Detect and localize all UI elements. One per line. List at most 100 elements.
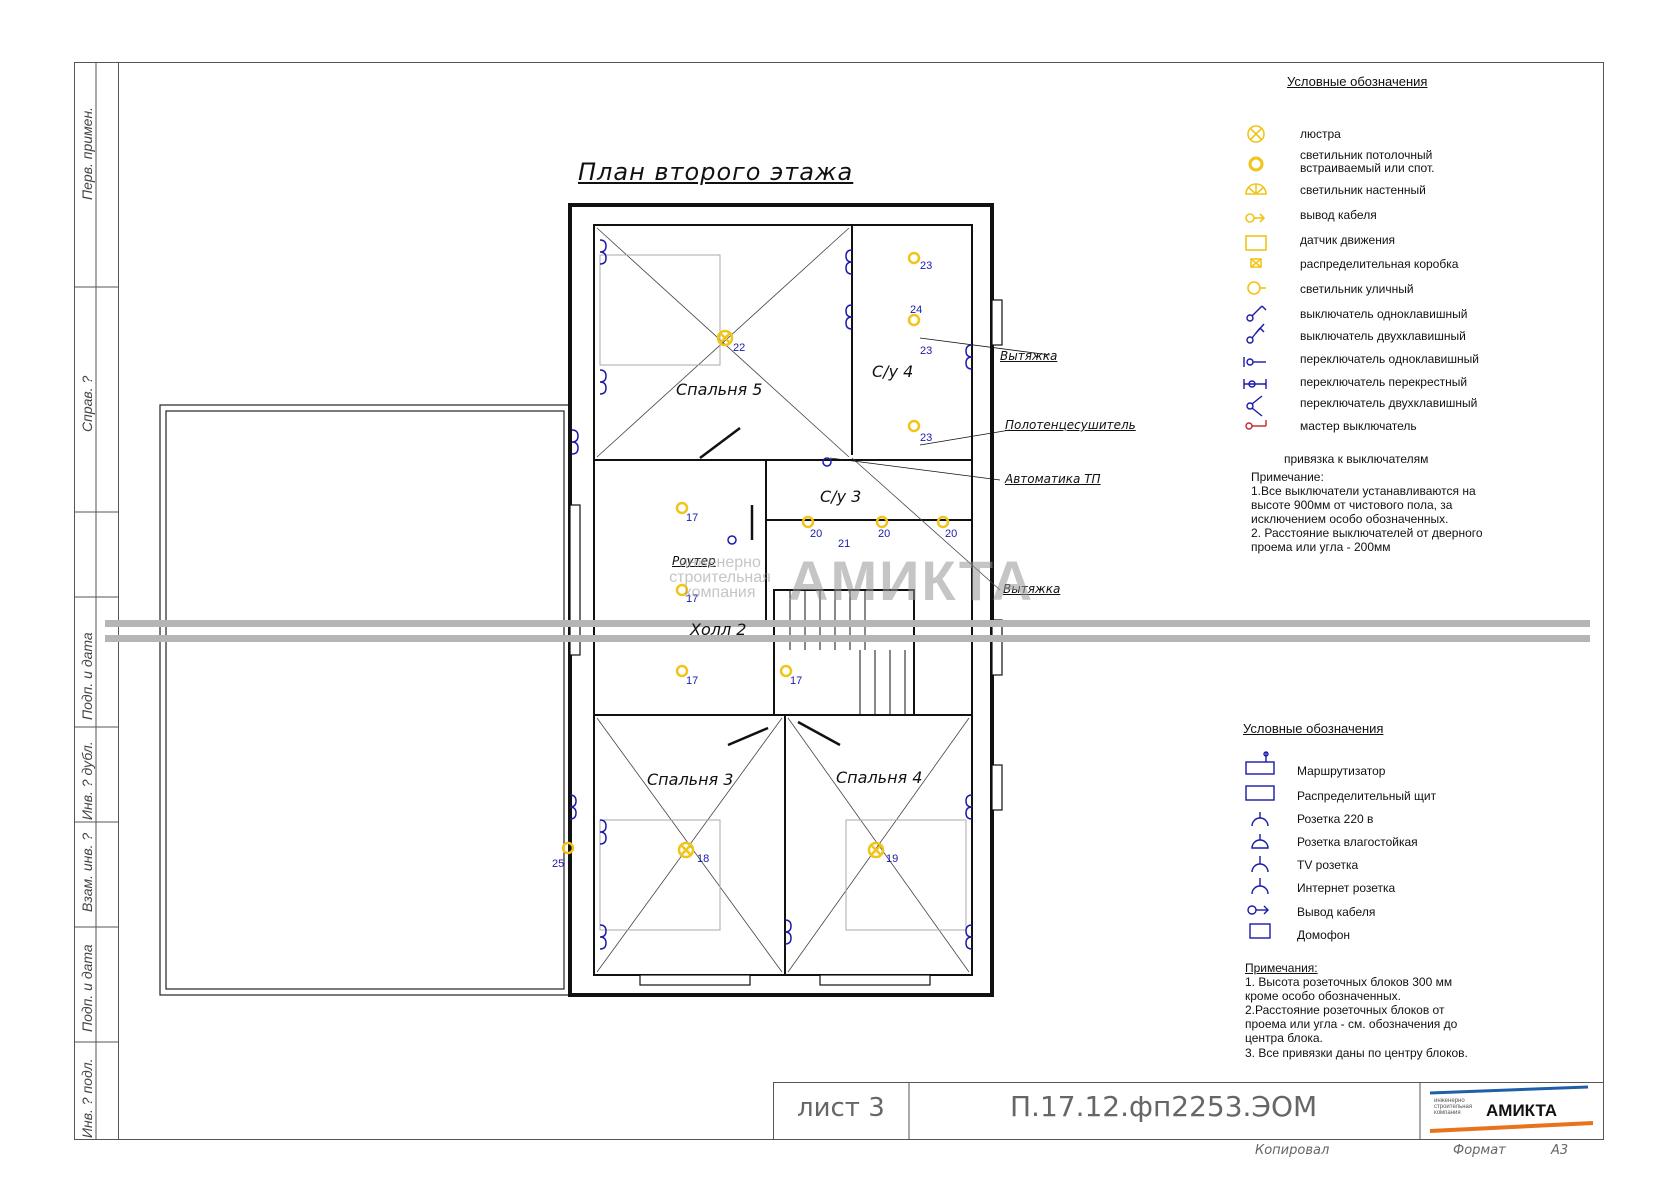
room-bedroom-5: Спальня 5 [676, 380, 763, 399]
socket-icon [1251, 817, 1269, 827]
legend-lighting-item: переключатель одноклавишный [1300, 352, 1479, 366]
light-number: 20 [810, 528, 823, 540]
annotation-exhaust-2: Вытяжка [1003, 582, 1061, 596]
legend-power-note-2: 2.Расстояние розеточных блоков от проема… [1245, 1003, 1458, 1045]
light-number: 23 [920, 345, 933, 357]
legend-power-item: TV розетка [1297, 858, 1359, 872]
legend-lighting-title: Условные обозначения [1287, 74, 1428, 89]
switch-double-icon [1246, 336, 1254, 344]
sheet-number: лист 3 [797, 1093, 885, 1123]
legend-lighting-note-title: Примечание: [1251, 470, 1324, 484]
legend-lighting-item: светильник настенный [1300, 183, 1426, 197]
light-number: 21 [838, 538, 851, 550]
room-bath-4: С/у 4 [872, 362, 914, 381]
legend-lighting-item: светильник уличный [1300, 282, 1414, 296]
legend-power-symbols [1245, 751, 1275, 939]
spot-light-icon [1248, 156, 1264, 172]
legend-power-item: Распределительный щит [1297, 789, 1437, 803]
changeover-single-icon [1246, 358, 1254, 366]
title-stamp [773, 1082, 1604, 1140]
legend-power-note-3: 3. Все привязки даны по центру блоков. [1245, 1046, 1468, 1060]
legend-power-title: Условные обозначения [1243, 721, 1384, 736]
light-number: 23 [920, 432, 933, 444]
sockets [569, 239, 973, 950]
sidebar-stamp [74, 62, 118, 1140]
legend-binding-text: привязка к выключателям [1284, 452, 1429, 466]
light-number: 18 [697, 853, 710, 865]
intercom-icon [1249, 923, 1271, 939]
room-bath-3: С/у 3 [820, 487, 862, 506]
chandelier-icon [1247, 125, 1265, 143]
junction-box-icon [1250, 258, 1262, 268]
drawing-inner-border [118, 62, 1604, 1140]
gray-band-bottom [105, 635, 1590, 642]
gray-band-top [105, 620, 1590, 627]
legend-lighting-item: выключатель одноклавишный [1300, 307, 1468, 321]
legend-power-item: Интернет розетка [1297, 881, 1396, 895]
legend-lighting-item: светильник потолочный встраиваемый или с… [1300, 148, 1435, 175]
light-number: 20 [878, 528, 891, 540]
legend-lighting-item: распределительная коробка [1300, 257, 1459, 271]
legend-lighting-note-1: 1.Все выключатели устанавливаются на выс… [1251, 484, 1476, 526]
legend-lighting-symbols [1243, 125, 1267, 430]
switch-single-icon [1246, 314, 1254, 322]
router-icon [1245, 761, 1275, 775]
legend-power-item: Розетка 220 в [1297, 812, 1374, 826]
legend-lighting-item: датчик движения [1300, 233, 1396, 247]
light-number: 17 [686, 512, 699, 524]
logo-caption: инженерно строительная компания [1434, 1098, 1473, 1116]
footer-format-label: Формат [1453, 1143, 1506, 1158]
plan-title: План второго этажа [578, 158, 854, 186]
waterproof-socket-icon [1251, 839, 1269, 849]
legend-power-note-title: Примечания: [1245, 961, 1318, 975]
legend-power-note-1: 1. Высота розеточных блоков 300 мм кроме… [1245, 975, 1453, 1003]
legend-lighting-note-2: 2. Расстояние выключателей от дверного п… [1251, 526, 1483, 554]
document-code: П.17.12.фп2253.ЭОМ [1010, 1090, 1318, 1123]
room-hall-2: Холл 2 [690, 620, 747, 639]
master-switch-icon [1245, 422, 1253, 430]
light-number: 17 [686, 593, 699, 605]
roof-outline [159, 404, 571, 996]
company-logo [1429, 1085, 1594, 1133]
light-number: 24 [910, 304, 923, 316]
motion-sensor-icon [1245, 235, 1267, 251]
legend-lighting-item: переключатель двухклавишный [1300, 396, 1478, 410]
light-number: 20 [945, 528, 958, 540]
cable-outlet-icon [1245, 213, 1255, 223]
outdoor-light-icon [1247, 281, 1261, 295]
wall-light-icon [1245, 183, 1267, 195]
light-number: 25 [552, 858, 565, 870]
tv-socket-icon [1251, 863, 1269, 873]
annotation-automation: Автоматика ТП [1005, 472, 1101, 486]
light-number: 19 [886, 853, 899, 865]
changeover-double-icon [1246, 402, 1254, 410]
light-number: 23 [920, 260, 933, 272]
light-number: 17 [790, 675, 803, 687]
watermark-logo: АМИКТА [788, 549, 1035, 612]
distribution-panel-icon [1245, 785, 1275, 801]
legend-lighting-item: вывод кабеля [1300, 208, 1377, 222]
light-number: 17 [686, 675, 699, 687]
light-fixtures [561, 251, 950, 859]
internet-socket-icon [1251, 885, 1269, 895]
legend-lighting-item: переключатель перекрестный [1300, 375, 1468, 389]
legend-power-item: Маршрутизатор [1297, 764, 1386, 778]
cable-outlet-icon [1247, 905, 1257, 915]
legend-power-item: Вывод кабеля [1297, 905, 1376, 919]
legend-power-item: Домофон [1297, 928, 1351, 942]
annotation-router: Роутер [672, 554, 716, 568]
annotation-towel-dryer: Полотенцесушитель [1005, 418, 1136, 432]
legend-lighting-item: люстра [1300, 127, 1341, 141]
legend-lighting-item: выключатель двухклавишный [1300, 329, 1466, 343]
room-bedroom-4: Спальня 4 [836, 768, 923, 787]
room-bedroom-3: Спальня 3 [647, 770, 734, 789]
legend-power-item: Розетка влагостойкая [1297, 835, 1418, 849]
footer-format-value: А3 [1551, 1143, 1569, 1158]
annotation-exhaust-1: Вытяжка [1000, 349, 1058, 363]
footer-copied: Копировал [1255, 1143, 1330, 1158]
light-number: 22 [733, 342, 746, 354]
logo-name: АМИКТА [1486, 1101, 1558, 1120]
legend-lighting-item: мастер выключатель [1300, 419, 1417, 433]
watermark-caption: инженерно строительная компания [669, 554, 771, 601]
